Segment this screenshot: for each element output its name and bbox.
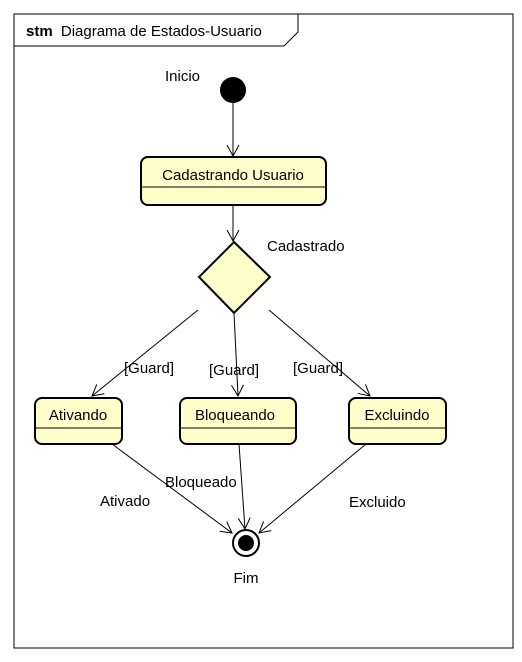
guard-middle: [Guard] [209,362,259,379]
final-label: Fim [234,570,259,587]
frame-title: Diagrama de Estados-Usuario [61,23,262,40]
state-bloqueando[interactable]: Bloqueando [179,397,297,445]
transition-label-ativado: Ativado [100,493,150,510]
frame-tab [14,14,299,47]
guard-right: [Guard] [293,360,343,377]
transition-excluindo-final [258,443,367,534]
guard-left: [Guard] [124,360,174,377]
diagram-frame [13,13,514,649]
initial-label: Inicio [165,68,200,85]
state-cadastrando-usuario[interactable]: Cadastrando Usuario [140,156,327,206]
transition-label-bloqueado: Bloqueado [165,474,237,491]
transition-bloqueando-final [237,443,251,531]
state-excluindo[interactable]: Excluindo [348,397,447,445]
state-bloqueando-label: Bloqueando [195,407,275,424]
frame-keyword: stm [26,23,53,40]
transition-decision-bloqueando [231,312,244,398]
final-node [232,529,260,557]
transition-decision-excluindo [268,309,371,397]
transition-label-excluido: Excluido [349,494,406,511]
initial-node [220,77,246,103]
state-ativando[interactable]: Ativando [34,397,123,445]
decision-label: Cadastrado [267,238,345,255]
transition-ativando-final [111,443,233,534]
state-cadastrando-label: Cadastrando Usuario [162,167,304,184]
svg-text:stm Diagrama de Estados-Us: stm Diagrama de Estados-Usuario [26,23,262,40]
transition-decision-ativando [91,309,199,397]
state-ativando-label: Ativando [49,407,107,424]
state-excluindo-label: Excluindo [364,407,429,424]
